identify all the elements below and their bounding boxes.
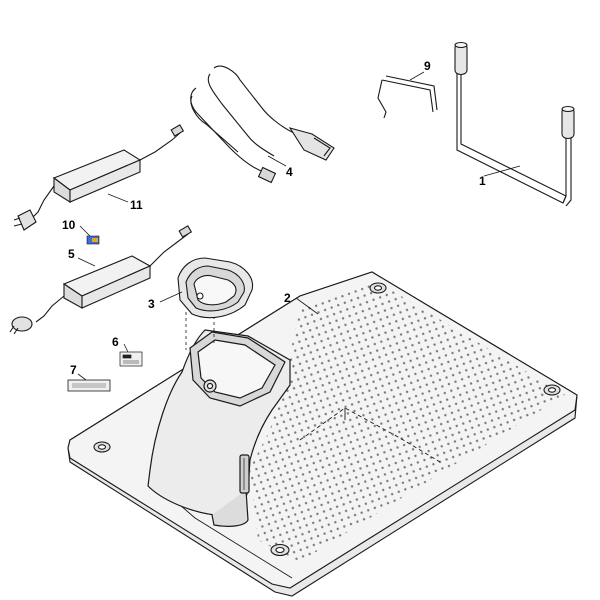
retaining-clip bbox=[377, 75, 438, 119]
assembly-line bbox=[185, 312, 215, 350]
callout-4: 4 bbox=[286, 165, 293, 179]
callout-1: 1 bbox=[479, 174, 486, 188]
callout-6: 6 bbox=[112, 335, 119, 349]
power-supply-upper bbox=[13, 124, 185, 231]
callout-11: 11 bbox=[130, 198, 143, 212]
callout-7: 7 bbox=[70, 363, 77, 377]
usb-cable bbox=[190, 65, 335, 184]
guide-rod bbox=[454, 41, 575, 207]
docking-station-housing bbox=[147, 329, 291, 527]
power-supply-lower bbox=[9, 225, 193, 335]
rating-plate bbox=[67, 379, 111, 392]
mounting-holes bbox=[93, 282, 561, 557]
callout-2: 2 bbox=[284, 291, 291, 305]
docking-base-plate bbox=[67, 271, 578, 597]
docking-cover bbox=[177, 257, 254, 319]
callout-9: 9 bbox=[424, 59, 431, 73]
callout-5: 5 bbox=[68, 247, 75, 261]
warning-label bbox=[119, 351, 143, 367]
callout-10: 10 bbox=[62, 218, 76, 232]
leader-lines bbox=[77, 71, 521, 381]
certification-badge bbox=[86, 235, 100, 245]
callout-3: 3 bbox=[148, 297, 155, 311]
